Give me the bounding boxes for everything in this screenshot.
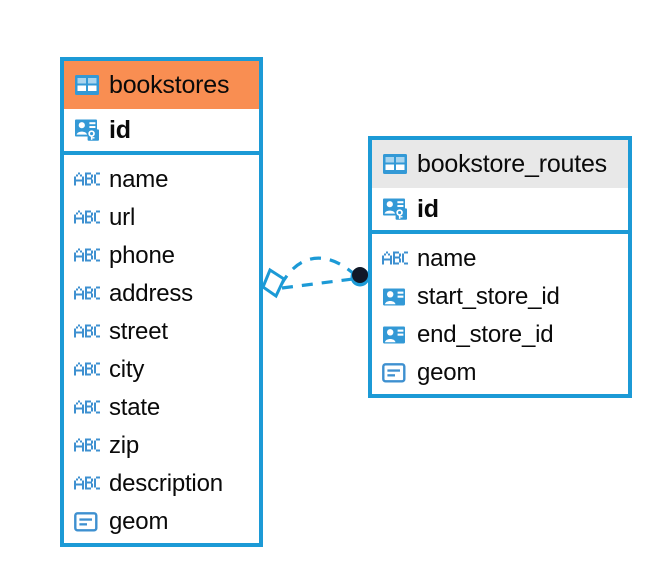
foreign-key-icon [383, 326, 405, 344]
field-label: name [417, 245, 477, 272]
table-icon [383, 154, 407, 174]
relationship-line-upper [279, 256, 357, 286]
foreign-key-icon [383, 288, 405, 306]
field-label: url [109, 204, 136, 231]
field-row-end-store-id[interactable]: end_store_id [372, 316, 628, 354]
primary-key-icon [75, 119, 99, 141]
abc-text-icon [74, 172, 100, 186]
field-label: street [109, 318, 168, 345]
field-label: state [109, 394, 161, 421]
relationship-circle-marker[interactable] [350, 267, 370, 287]
field-label: geom [417, 359, 477, 386]
abc-text-icon [74, 400, 100, 414]
field-label: address [109, 280, 193, 307]
field-row-name[interactable]: name [372, 240, 628, 278]
field-row-description[interactable]: description [64, 465, 259, 503]
field-row-primary-key[interactable]: id [64, 109, 259, 155]
field-row-geom[interactable]: geom [372, 354, 628, 392]
relationship-line-lower [281, 277, 354, 290]
field-row-street[interactable]: street [64, 313, 259, 351]
field-list-bookstore-routes: name start_store_id [372, 234, 628, 394]
table-title: bookstores [109, 70, 230, 99]
table-header-bookstore-routes[interactable]: bookstore_routes [372, 140, 628, 188]
abc-text-icon [382, 251, 408, 265]
table-header-bookstores[interactable]: bookstores [64, 61, 259, 109]
field-label: phone [109, 242, 175, 269]
relationship-diamond-marker[interactable] [261, 267, 286, 299]
table-bookstore-routes[interactable]: bookstore_routes id [368, 136, 632, 398]
field-label: geom [109, 508, 169, 535]
field-row-address[interactable]: address [64, 275, 259, 313]
field-label: id [109, 115, 131, 144]
abc-text-icon [74, 438, 100, 452]
primary-key-icon [383, 198, 407, 220]
abc-text-icon [74, 476, 100, 490]
geometry-icon [74, 512, 98, 532]
abc-text-icon [74, 210, 100, 224]
field-label: zip [109, 432, 140, 459]
field-row-geom[interactable]: geom [64, 503, 259, 541]
field-label: id [417, 194, 439, 223]
field-list-bookstores: name url [64, 155, 259, 543]
field-row-name[interactable]: name [64, 161, 259, 199]
field-label: end_store_id [417, 321, 554, 348]
field-row-zip[interactable]: zip [64, 427, 259, 465]
field-row-state[interactable]: state [64, 389, 259, 427]
table-icon [75, 75, 99, 95]
table-bookstores[interactable]: bookstores id [60, 57, 263, 547]
field-label: start_store_id [417, 283, 560, 310]
abc-text-icon [74, 286, 100, 300]
geometry-icon [382, 363, 406, 383]
abc-text-icon [74, 324, 100, 338]
field-label: name [109, 166, 169, 193]
abc-text-icon [74, 248, 100, 262]
field-row-phone[interactable]: phone [64, 237, 259, 275]
field-row-city[interactable]: city [64, 351, 259, 389]
field-row-primary-key[interactable]: id [372, 188, 628, 234]
field-row-start-store-id[interactable]: start_store_id [372, 278, 628, 316]
table-title: bookstore_routes [417, 149, 607, 178]
field-label: city [109, 356, 145, 383]
field-label: description [109, 470, 223, 497]
abc-text-icon [74, 362, 100, 376]
field-row-url[interactable]: url [64, 199, 259, 237]
